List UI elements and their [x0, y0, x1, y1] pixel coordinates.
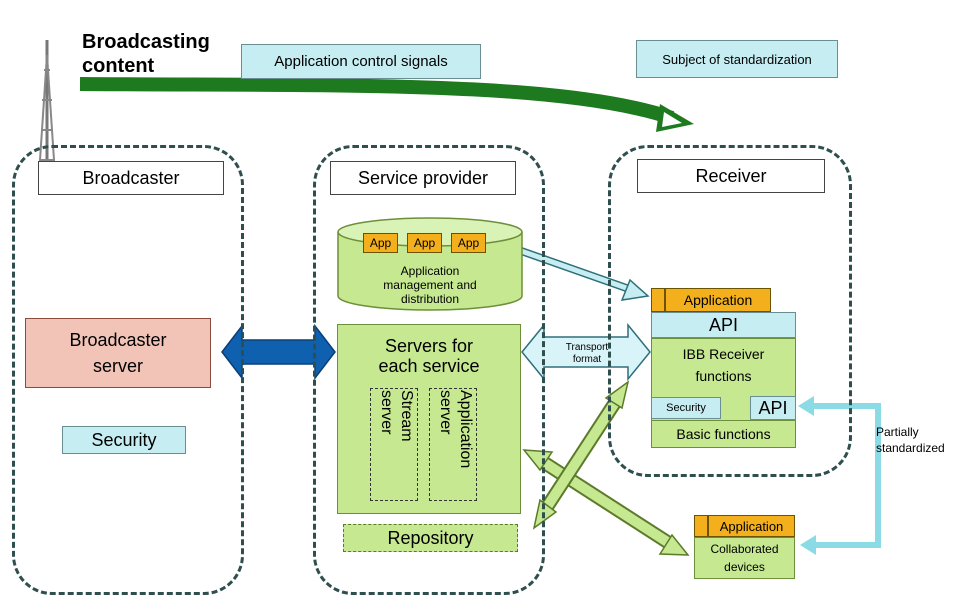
app-management-label: Application management and distribution — [383, 264, 477, 306]
broadcasting-content-arrowhead — [656, 104, 694, 132]
partially-standardized-label: Partially standardized — [876, 425, 945, 455]
app-chip-2: App — [407, 233, 442, 253]
receiver-security-box: Security — [651, 397, 721, 419]
stream-server-box — [370, 388, 418, 501]
collaborated-devices-box: Collaborated devices — [694, 537, 795, 579]
receiver-title: Receiver — [637, 159, 825, 193]
basic-functions-label: Basic functions — [651, 420, 796, 446]
stream-server-label: Stream server — [378, 390, 415, 442]
receiver-application-label: Application — [683, 292, 753, 308]
broadcaster-server-box: Broadcaster server — [25, 318, 211, 388]
collaborated-application-box — [694, 515, 795, 537]
receiver-application-tab-divider — [664, 288, 666, 312]
app-chip-1: App — [363, 233, 398, 253]
repository-box: Repository — [343, 524, 518, 552]
app-chip-3: App — [451, 233, 486, 253]
broadcast-tower-icon — [38, 40, 56, 161]
app-to-receiver-arrowhead — [620, 278, 650, 301]
partially-standardized-bracket — [798, 396, 881, 555]
broadcaster-security-box: Security — [62, 426, 186, 454]
subject-of-standardization-legend: Subject of standardization — [636, 40, 838, 78]
application-server-label: Application server — [437, 390, 474, 469]
repository-to-receiver-arrow — [532, 380, 630, 530]
ibb-receiver-box — [651, 338, 796, 448]
application-control-signals-label: Application control signals — [241, 44, 481, 79]
broadcasting-content-label: Broadcasting content — [82, 31, 210, 77]
service-provider-title: Service provider — [330, 161, 516, 195]
receiver-api-top-box: API — [651, 312, 796, 338]
collaborated-application-label: Application — [719, 518, 784, 534]
servers-for-each-service-title: Servers for each service — [378, 336, 480, 376]
broadcaster-region — [12, 145, 244, 595]
broadcaster-title: Broadcaster — [38, 161, 224, 195]
transport-format-label: Transport format — [565, 342, 609, 365]
broadcasting-content-arrow — [79, 77, 675, 125]
application-server-box — [429, 388, 477, 501]
receiver-application-box — [651, 288, 771, 312]
service-provider-region — [313, 145, 545, 595]
ibb-receiver-functions-label: IBB Receiver functions — [682, 346, 765, 384]
receiver-region — [608, 145, 852, 477]
collaborated-application-tab-divider — [707, 515, 709, 537]
receiver-api-small-box: API — [750, 396, 796, 420]
